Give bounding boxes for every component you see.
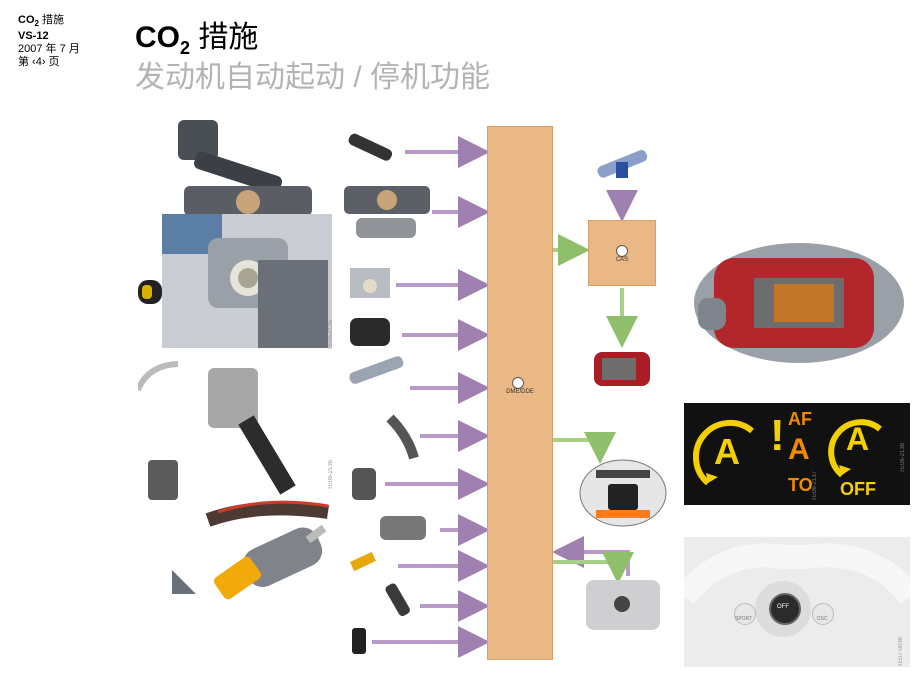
meta-topic: CO2 措施: [18, 14, 65, 29]
temperature-sensor-image: [385, 583, 410, 616]
cas-input-sensor: [597, 150, 648, 178]
badge-right: A: [846, 421, 870, 457]
neutral-switch-image: [352, 628, 366, 654]
control-unit-icon: [512, 377, 524, 389]
meta-page: 第 ‹4› 页: [18, 56, 60, 69]
clutch-switch-image: [138, 214, 332, 348]
warning-lamp-panel: A ! AF A TO TE06-2137 A OFF TE06-2138: [684, 403, 910, 505]
cas-control-unit: CAS: [588, 220, 656, 286]
door-contact-image: [352, 468, 376, 500]
sensor-thumbnails: [344, 133, 430, 654]
document-meta: CO2 措施 VS-12 2007 年 7 月 第 ‹4› 页: [18, 14, 80, 69]
off-label: OFF: [840, 479, 876, 499]
oil-sensor-image: [350, 551, 376, 572]
auto-start-stop-off-icon: [828, 419, 882, 478]
bus-label: DME/DDE: [506, 389, 534, 395]
seatbelt-buckle-image: [138, 361, 329, 527]
left-component-photos: [138, 120, 332, 600]
climate-control-panel-image: [344, 186, 430, 238]
starter-motor-small: [594, 352, 650, 386]
clutch-sensor-image: [349, 356, 404, 384]
control-unit-icon: [616, 245, 628, 257]
starter-motor-large: [694, 243, 904, 363]
meta-date: 2007 年 7 月: [18, 43, 80, 56]
image-code-label: TE06-2137: [812, 471, 818, 501]
brake-light-switch-image: [350, 268, 390, 298]
partial-text-af: AF: [788, 409, 812, 429]
output-arrow-steering: [552, 552, 634, 584]
steering-wheel-panel: OFF SPORT DSC TE07-0036: [684, 537, 910, 667]
page-title: CO2 措施: [135, 21, 259, 58]
climate-panel-image: [184, 186, 312, 216]
output-arrows: [552, 234, 638, 584]
dsc-button[interactable]: [812, 603, 834, 625]
start-stop-button[interactable]: [769, 593, 801, 625]
brake-vacuum-sensor-image: [350, 318, 390, 346]
sport-button-label: SPORT: [735, 616, 753, 622]
partial-text-to: TO: [788, 475, 813, 495]
dme-dde-control-unit: DME/DDE: [487, 126, 553, 660]
sport-button[interactable]: [734, 603, 756, 625]
dsc-button-label: DSC: [817, 616, 828, 622]
image-code-label: TE06-2138: [900, 443, 906, 473]
ignition-key-image: [172, 524, 327, 600]
image-code-label: TE07-0036: [898, 637, 904, 667]
output-arrow-cluster: [552, 432, 616, 464]
cas-label: CAS: [615, 257, 629, 263]
partial-text-a: A: [788, 433, 810, 466]
image-code-label: TE06-2136: [328, 460, 334, 490]
badge-left: A: [714, 431, 740, 472]
image-code-label: TE06-2135: [328, 320, 334, 350]
auto-start-stop-lamp-icon: [692, 419, 754, 486]
gear-position-sensor-image: [348, 133, 393, 161]
bonnet-contact-image: [386, 414, 419, 460]
warning-exclamation-icon: !: [770, 411, 785, 460]
steering-switch-small: [586, 580, 660, 630]
instrument-cluster: [579, 459, 667, 527]
meta-code: VS-12: [18, 30, 49, 43]
start-stop-button-label: OFF: [777, 604, 789, 610]
battery-sensor-image: [380, 516, 426, 540]
gear-lever-image: [178, 120, 283, 194]
page-subtitle: 发动机自动起动 / 停机功能: [135, 61, 491, 94]
